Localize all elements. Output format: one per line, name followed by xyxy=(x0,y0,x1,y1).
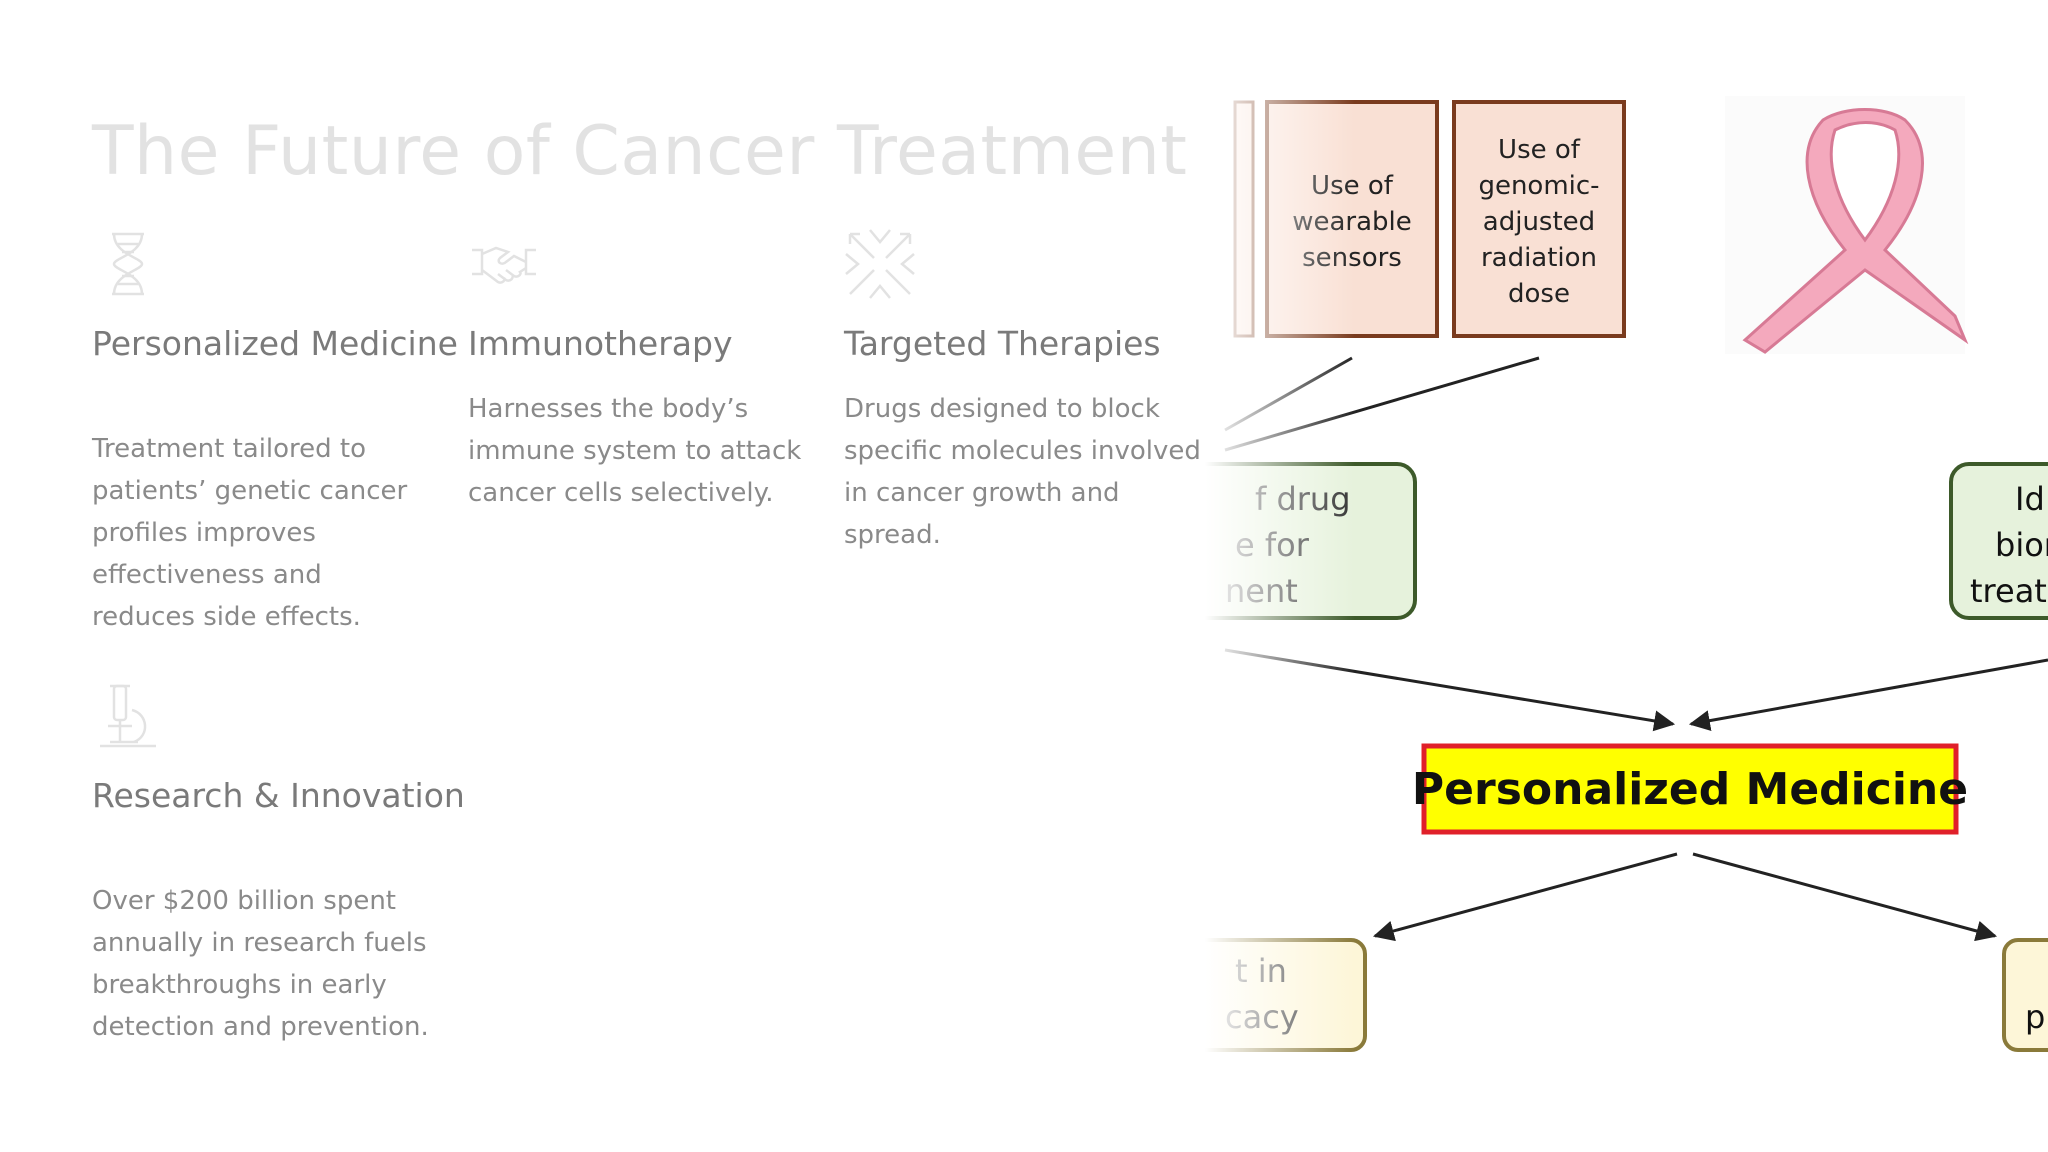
box-partial-top-left xyxy=(1233,100,1255,338)
box-wearable-line-2: wearable xyxy=(1292,207,1412,237)
box-left-bottom-line-1: t in xyxy=(1235,952,1287,990)
box-genomic-radiation: Use of genomic- adjusted radiation dose xyxy=(1452,100,1626,338)
center-label: Personalized Medicine xyxy=(1412,764,1968,815)
target-arrows-icon xyxy=(844,228,916,300)
box-genomic-line-4: radiation xyxy=(1481,243,1597,273)
pink-ribbon-icon xyxy=(1725,96,1969,354)
box-left-mid-line-2: e for xyxy=(1235,526,1310,564)
box-right-mid-line-2: bior xyxy=(1995,526,2048,564)
box-efficacy: t in cacy xyxy=(1205,938,1367,1052)
box-right-mid-line-3: treat xyxy=(1970,572,2047,610)
microscope-icon xyxy=(92,680,164,752)
card-body: Drugs designed to block specific molecul… xyxy=(844,394,1201,550)
box-genomic-line-5: dose xyxy=(1508,279,1570,309)
box-wearable-line-3: sensors xyxy=(1302,243,1402,273)
dna-icon xyxy=(92,228,164,300)
personalized-medicine-diagram: Use of wearable sensors Use of genomic- … xyxy=(1205,90,2048,1060)
card-heading: Immunotherapy xyxy=(468,324,733,363)
card-body: Over $200 billion spent annually in rese… xyxy=(92,886,429,1042)
box-wearable-sensors: Use of wearable sensors xyxy=(1265,100,1439,338)
arrow-to-center xyxy=(1688,658,2048,732)
center-personalized-medicine-box: Personalized Medicine xyxy=(1412,743,1968,835)
card-body: Harnesses the body’s immune system to at… xyxy=(468,394,802,508)
box-right-bottom-line-1: p xyxy=(2025,998,2045,1036)
box-left-bottom-line-2: cacy xyxy=(1225,998,1299,1036)
box-left-mid-line-3: nent xyxy=(1225,572,1298,610)
box-drug-dosage: f drug e for nent xyxy=(1205,462,1417,620)
card-heading: Personalized Medicine xyxy=(92,324,458,363)
box-genomic-line-1: Use of xyxy=(1498,135,1581,165)
arrow-down-right xyxy=(1692,852,1998,942)
box-wearable-line-1: Use of xyxy=(1311,171,1394,201)
box-left-mid-line-1: f drug xyxy=(1255,480,1351,518)
arrow-down-left xyxy=(1372,852,1678,942)
handshake-icon xyxy=(468,228,540,300)
card-heading: Targeted Therapies xyxy=(844,324,1161,363)
card-body: Treatment tailored to patients’ genetic … xyxy=(92,434,408,632)
arrow-to-center xyxy=(1224,648,1676,732)
card-heading: Research & Innovation xyxy=(92,776,465,815)
box-right-bottom: p xyxy=(2002,938,2048,1052)
slide-title: The Future of Cancer Treatment xyxy=(92,112,1188,191)
box-genomic-line-2: genomic- xyxy=(1478,171,1599,201)
box-biomarker: Id bior treat xyxy=(1949,462,2048,620)
box-right-mid-line-1: Id xyxy=(2015,480,2045,518)
box-genomic-line-3: adjusted xyxy=(1483,207,1595,237)
